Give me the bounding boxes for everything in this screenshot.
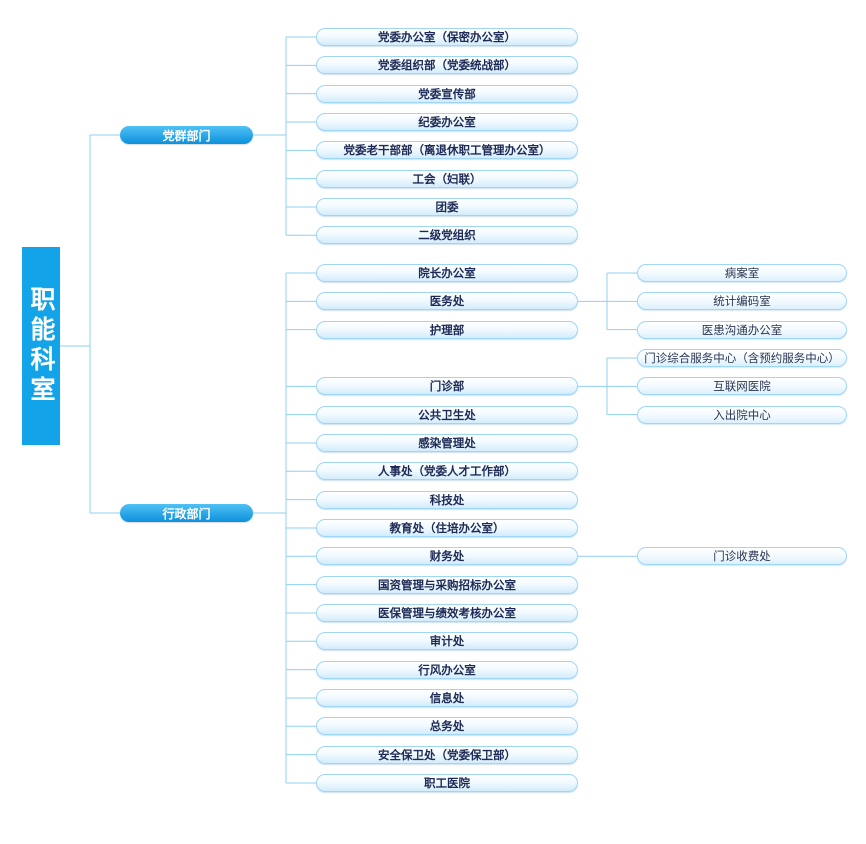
dept-node: 党委老干部部（离退休职工管理办公室） xyxy=(316,141,578,160)
dept-node: 二级党组织 xyxy=(316,226,578,245)
dept-node: 人事处（党委人才工作部） xyxy=(316,462,578,481)
dept-node: 职工医院 xyxy=(316,773,578,792)
dept-node: 党委宣传部 xyxy=(316,84,578,103)
dept-node: 团委 xyxy=(316,197,578,216)
dept-node: 感染管理处 xyxy=(316,433,578,452)
dept-node: 院长办公室 xyxy=(316,264,578,282)
dept-node: 护理部 xyxy=(316,320,578,339)
dept-node: 行风办公室 xyxy=(316,660,578,679)
sub-unit-node: 门诊综合服务中心（含预约服务中心） xyxy=(637,348,847,367)
dept-node: 党委组织部（党委统战部） xyxy=(316,56,578,75)
dept-node: 审计处 xyxy=(316,632,578,651)
dept-node: 医务处 xyxy=(316,292,578,311)
dept-node: 门诊部 xyxy=(316,377,578,396)
sub-unit-node: 统计编码室 xyxy=(637,292,847,311)
category-admin: 行政部门 xyxy=(120,504,253,522)
dept-node: 安全保卫处（党委保卫部） xyxy=(316,745,578,764)
dept-node: 信息处 xyxy=(316,688,578,707)
category-party: 党群部门 xyxy=(120,126,253,144)
sub-unit-node: 入出院中心 xyxy=(637,405,847,424)
dept-node: 党委办公室（保密办公室） xyxy=(316,28,578,46)
dept-node: 科技处 xyxy=(316,490,578,509)
dept-node: 医保管理与绩效考核办公室 xyxy=(316,603,578,622)
dept-node: 工会（妇联） xyxy=(316,169,578,188)
dept-node: 总务处 xyxy=(316,717,578,736)
sub-unit-node: 病案室 xyxy=(637,264,847,282)
dept-node: 教育处（住培办公室） xyxy=(316,518,578,537)
root-node: 职能科室 xyxy=(22,247,60,445)
dept-node: 纪委办公室 xyxy=(316,112,578,131)
sub-unit-node: 医患沟通办公室 xyxy=(637,320,847,339)
dept-node: 国资管理与采购招标办公室 xyxy=(316,575,578,594)
sub-unit-node: 门诊收费处 xyxy=(637,547,847,566)
dept-node: 财务处 xyxy=(316,547,578,566)
dept-node: 公共卫生处 xyxy=(316,405,578,424)
sub-unit-node: 互联网医院 xyxy=(637,377,847,396)
